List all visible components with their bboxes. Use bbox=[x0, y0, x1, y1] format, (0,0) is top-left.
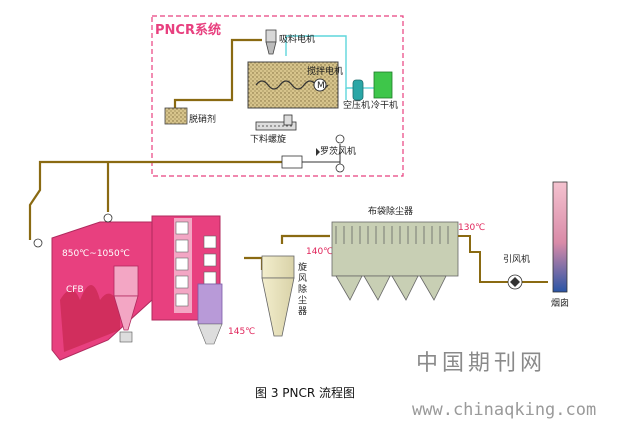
suction-motor: 吸料电机 bbox=[265, 29, 315, 55]
temp-140-label: 140℃ bbox=[306, 247, 333, 257]
figure-caption: 图 3 PNCR 流程图 bbox=[255, 385, 355, 400]
id-fan-label: 引风机 bbox=[503, 253, 530, 265]
cfb-label: CFB bbox=[66, 285, 84, 295]
air-compressor: 空压机 bbox=[343, 79, 370, 111]
stir-tank: M 搅拌电机 bbox=[247, 61, 343, 109]
suction-motor-label: 吸料电机 bbox=[279, 33, 315, 45]
chimney-label: 烟囱 bbox=[551, 297, 569, 309]
stir-motor-label: 搅拌电机 bbox=[307, 65, 343, 77]
denox-agent-bag: 脱硝剂 bbox=[164, 107, 216, 125]
denox-agent-label: 脱硝剂 bbox=[189, 113, 216, 125]
temp-130-label: 130℃ bbox=[458, 223, 485, 233]
flue-to-fan bbox=[458, 235, 548, 283]
cfb-boiler: 850℃~1050℃ CFB bbox=[33, 213, 153, 361]
svg-text:M: M bbox=[317, 81, 325, 91]
air-compressor-label: 空压机 bbox=[343, 99, 370, 111]
pncr-title: PNCR系统 bbox=[155, 22, 221, 38]
tail-flue: 145℃ bbox=[151, 215, 255, 345]
dryer-label: 冷干机 bbox=[371, 99, 398, 111]
temp-145-label: 145℃ bbox=[228, 327, 255, 337]
cyclone-label: 旋 风 除 尘 器 bbox=[298, 261, 310, 317]
material-pipes bbox=[28, 38, 330, 270]
feed-screw-label: 下料螺旋 bbox=[250, 133, 286, 145]
roots-blower-label: 罗茨风机 bbox=[320, 145, 356, 157]
watermark-url: www.chinaqking.com bbox=[412, 400, 596, 420]
pncr-system-boundary bbox=[151, 15, 404, 177]
baghouse: 布袋除尘器 130℃ bbox=[331, 205, 485, 301]
baghouse-label: 布袋除尘器 bbox=[368, 205, 413, 217]
watermark-cn: 中国期刊网 bbox=[416, 351, 546, 376]
chimney: 烟囱 bbox=[551, 181, 569, 309]
furnace-temp-label: 850℃~1050℃ bbox=[62, 249, 130, 259]
boiler-separator bbox=[113, 265, 139, 343]
feed-screw: 下料螺旋 bbox=[250, 114, 297, 145]
id-fan: 引风机 bbox=[503, 253, 530, 290]
roots-blower: 罗茨风机 bbox=[281, 134, 356, 173]
cyclone-dust-collector: 旋 风 除 尘 器 140℃ bbox=[261, 247, 333, 337]
dryer: 冷干机 bbox=[371, 71, 398, 111]
